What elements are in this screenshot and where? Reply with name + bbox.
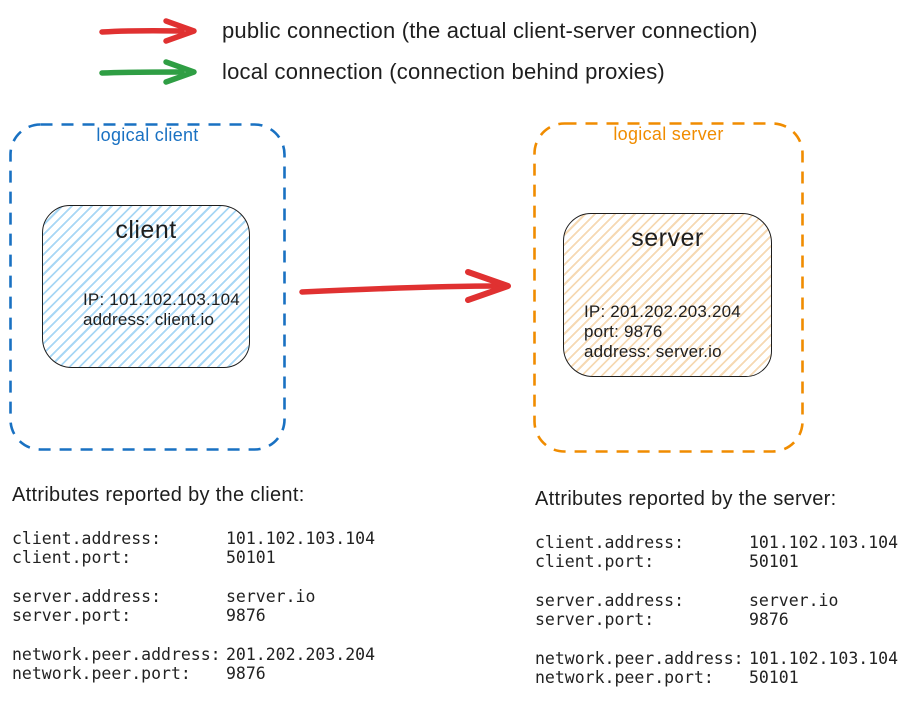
attr-value: 101.102.103.104 [749, 649, 899, 668]
attr-row: client.port: 50101 [12, 548, 375, 567]
attr-key: server.address: [535, 591, 685, 610]
client-to-server-arrow [299, 269, 511, 303]
server-attributes-table: client.address: 101.102.103.104 client.po… [535, 533, 898, 687]
server-node-details: IP: 201.202.203.204 port: 9876 address: … [584, 302, 741, 362]
attr-key: server.port: [535, 610, 655, 629]
attr-group-client-reported-client: client.address: 101.102.103.104 client.po… [12, 529, 375, 567]
logical-server-group: logical server server IP: 201.202.203.20… [533, 122, 804, 453]
attr-key: network.peer.port: [535, 668, 714, 687]
client-node: client IP: 101.102.103.104 address: clie… [42, 205, 250, 368]
server-attributes-section: Attributes reported by the server: clien… [535, 486, 898, 707]
attr-group-client-reported-peer: network.peer.address: 201.202.203.204 net… [12, 645, 375, 683]
attr-key: client.port: [12, 548, 132, 567]
client-attributes-section: Attributes reported by the client: clien… [12, 482, 375, 703]
attr-key: network.peer.port: [12, 664, 191, 683]
client-ip: IP: 101.102.103.104 [83, 290, 240, 309]
logical-client-label: logical client [96, 125, 199, 145]
client-address: address: client.io [83, 310, 215, 329]
attr-value: 9876 [226, 664, 266, 683]
attr-value: 101.102.103.104 [226, 529, 376, 548]
legend-label-public: public connection (the actual client-ser… [222, 18, 758, 43]
attr-group-server-reported-server: server.address: server.io server.port: 987… [535, 591, 898, 629]
legend-label-local: local connection (connection behind prox… [222, 59, 665, 84]
server-ip: IP: 201.202.203.204 [584, 302, 741, 321]
attr-value: 50101 [749, 552, 799, 571]
client-attributes-table: client.address: 101.102.103.104 client.po… [12, 529, 375, 683]
attr-group-server-reported-peer: network.peer.address: 101.102.103.104 net… [535, 649, 898, 687]
attr-value: 201.202.203.204 [226, 645, 376, 664]
server-node-title: server [631, 224, 704, 252]
attr-key: server.address: [12, 587, 162, 606]
client-node-title: client [115, 216, 177, 244]
attr-row: network.peer.address: 101.102.103.104 [535, 649, 898, 668]
server-address: address: server.io [584, 342, 722, 361]
logical-client-border [9, 123, 286, 451]
attr-row: server.address: server.io [535, 591, 898, 610]
attr-row: server.port: 9876 [12, 606, 375, 625]
attr-row: network.peer.port: 9876 [12, 664, 375, 683]
attr-row: client.address: 101.102.103.104 [535, 533, 898, 552]
server-node: server IP: 201.202.203.204 port: 9876 ad… [563, 213, 772, 377]
legend-item-public-connection: public connection (the actual client-ser… [98, 16, 758, 46]
client-node-details: IP: 101.102.103.104 address: client.io [83, 290, 240, 330]
attr-row: network.peer.port: 50101 [535, 668, 898, 687]
attr-row: network.peer.address: 201.202.203.204 [12, 645, 375, 664]
attr-row: client.address: 101.102.103.104 [12, 529, 375, 548]
attr-value: 9876 [749, 610, 789, 629]
attr-key: network.peer.address: [12, 645, 221, 664]
attr-row: server.port: 9876 [535, 610, 898, 629]
attr-group-server-reported-client: client.address: 101.102.103.104 client.po… [535, 533, 898, 571]
server-port: port: 9876 [584, 322, 663, 341]
attr-value: 9876 [226, 606, 266, 625]
legend-item-local-connection: local connection (connection behind prox… [98, 57, 665, 87]
attr-value: server.io [226, 587, 316, 606]
attr-row: client.port: 50101 [535, 552, 898, 571]
attr-value: 101.102.103.104 [749, 533, 899, 552]
attr-row: server.address: server.io [12, 587, 375, 606]
attr-key: client.port: [535, 552, 655, 571]
logical-server-border [533, 122, 804, 453]
attr-key: network.peer.address: [535, 649, 744, 668]
logical-server-label: logical server [613, 124, 724, 144]
attr-key: client.address: [535, 533, 685, 552]
attr-group-client-reported-server: server.address: server.io server.port: 987… [12, 587, 375, 625]
client-attributes-title: Attributes reported by the client: [12, 484, 305, 506]
attr-key: client.address: [12, 529, 162, 548]
attr-key: server.port: [12, 606, 132, 625]
public-connection-arrow-icon [99, 18, 197, 44]
attr-value: 50101 [749, 668, 799, 687]
server-attributes-title: Attributes reported by the server: [535, 488, 837, 510]
local-connection-arrow-icon [99, 59, 197, 85]
logical-client-group: logical client client IP: 101.102.103.10… [9, 123, 286, 451]
attr-value: server.io [749, 591, 839, 610]
attr-value: 50101 [226, 548, 276, 567]
